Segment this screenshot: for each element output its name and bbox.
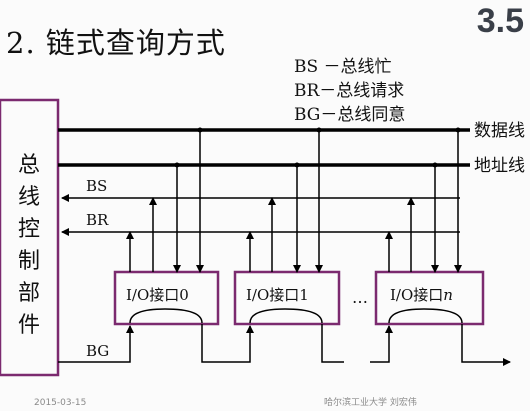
- bg-chain-1-next: [321, 324, 344, 363]
- bg-label: BG: [86, 342, 109, 360]
- io-interface-n-label: I/O接口n: [390, 286, 453, 304]
- slide-title: 2. 链式查询方式: [6, 26, 226, 60]
- controller-label-4: 制: [18, 249, 40, 274]
- controller-label-5: 部: [18, 281, 40, 306]
- bg-chain-0-1: [201, 324, 254, 363]
- address-bus-label: 地址线: [474, 156, 525, 176]
- footer-date: 2015-03-15: [34, 398, 87, 408]
- bg-line-in: [58, 325, 134, 363]
- footer-author: 哈尔滨工业大学 刘宏伟: [324, 398, 417, 408]
- legend-br: BR－总线请求: [294, 81, 405, 101]
- io-interface-1-label: I/O接口1: [246, 286, 309, 304]
- legend-bs: BS －总线忙: [294, 57, 392, 77]
- if0-bg-pass-arc: [129, 308, 203, 324]
- legend-bg: BG－总线同意: [294, 105, 406, 125]
- section-number: 3.5: [476, 2, 524, 40]
- io-interface-0-box: [113, 270, 220, 326]
- br-label: BR: [86, 211, 109, 229]
- controller-label-2: 线: [18, 185, 40, 210]
- bus-controller-box: [0, 98, 60, 377]
- ifn-bg-pass-arc: [388, 308, 463, 324]
- ellipsis: …: [352, 288, 368, 307]
- bg-chain-prev-n: [370, 325, 393, 363]
- controller-label-1: 总: [18, 153, 40, 178]
- bs-label: BS: [86, 177, 107, 195]
- io-interface-1-box: [233, 270, 341, 326]
- bg-chain-out: [461, 324, 511, 366]
- controller-label-6: 件: [18, 313, 40, 338]
- io-interface-0-label: I/O接口0: [126, 286, 189, 304]
- if1-bg-pass-arc: [249, 308, 323, 324]
- controller-label-3: 控: [18, 217, 40, 242]
- data-bus-label: 数据线: [474, 121, 525, 141]
